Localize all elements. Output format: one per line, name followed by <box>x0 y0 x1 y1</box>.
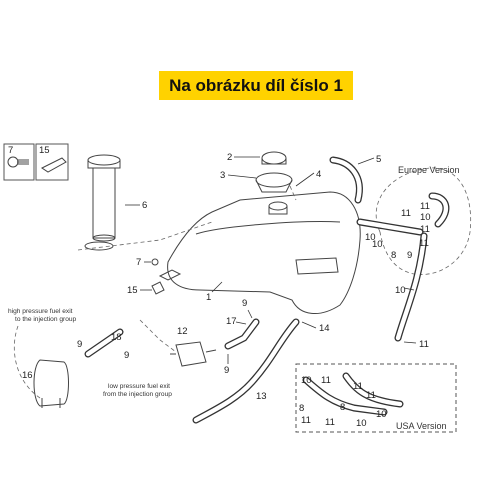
usa-label-11e: 11 <box>325 417 335 428</box>
label-12: 12 <box>177 326 188 337</box>
label-11a: 11 <box>401 208 411 219</box>
caption-high-pressure-line1: high pressure fuel exit <box>8 308 73 315</box>
label-11b: 11 <box>419 339 429 350</box>
fuel-tank-part <box>158 191 361 314</box>
inset-box-screw: 7 <box>3 143 35 181</box>
label-9b: 9 <box>242 298 247 309</box>
label-3: 3 <box>220 170 225 181</box>
inset-label-15: 15 <box>39 145 50 156</box>
inset-label-7: 7 <box>8 145 13 156</box>
europe-version-title: Europe Version <box>398 165 460 175</box>
label-13: 13 <box>256 391 267 402</box>
filler-cap-part <box>255 151 293 215</box>
label-9a: 9 <box>407 250 412 261</box>
usa-version-detail: 10 11 11 11 10 8 11 8 11 10 USA Version <box>295 363 457 433</box>
usa-label-11c: 11 <box>366 390 376 401</box>
label-6: 6 <box>142 200 147 211</box>
caption-high-pressure-line2: to the injection group <box>15 316 77 323</box>
caption-low-pressure-line1: low pressure fuel exit <box>108 383 170 390</box>
title-banner: Na obrázku díl číslo 1 <box>159 71 353 100</box>
label-10a: 10 <box>372 239 383 250</box>
label-1: 1 <box>206 292 211 303</box>
caption-low-pressure-line2: from the injection group <box>103 391 172 398</box>
label-10b: 10 <box>395 285 406 296</box>
usa-label-10a: 10 <box>301 375 312 386</box>
usa-label-11d: 11 <box>301 415 311 426</box>
europe-version-detail: Europe Version 11 11 10 <box>375 165 472 275</box>
usa-label-10c: 10 <box>356 418 367 429</box>
label-8: 8 <box>391 250 396 261</box>
label-14: 14 <box>319 323 330 334</box>
label-9e: 9 <box>124 350 129 361</box>
label-16: 16 <box>22 370 33 381</box>
label-9d: 9 <box>77 339 82 350</box>
fuel-pump-part <box>84 154 140 251</box>
label-18: 18 <box>111 332 122 343</box>
inset-box-clip: 15 <box>35 143 69 181</box>
banner-text: Na obrázku díl číslo 1 <box>169 75 343 95</box>
label-10c: 10 <box>365 232 376 243</box>
high-pressure-pump-part <box>33 359 69 408</box>
label-11c: 11 <box>419 238 429 249</box>
usa-label-11a: 11 <box>321 375 331 386</box>
label-17: 17 <box>226 316 237 327</box>
usa-label-11b: 11 <box>353 381 363 392</box>
label-4: 4 <box>316 169 321 180</box>
usa-label-10b: 10 <box>376 409 387 420</box>
europe-label-11a: 11 <box>420 201 430 212</box>
label-2: 2 <box>227 152 232 163</box>
label-7: 7 <box>136 257 141 268</box>
europe-label-10: 10 <box>420 212 431 223</box>
usa-label-8a: 8 <box>299 403 304 414</box>
label-5: 5 <box>376 154 381 165</box>
usa-version-title: USA Version <box>396 421 447 431</box>
label-9c: 9 <box>224 365 229 376</box>
label-15: 15 <box>127 285 138 296</box>
usa-label-8b: 8 <box>340 402 345 413</box>
fuel-filter-part <box>170 341 217 367</box>
europe-label-11b: 11 <box>420 224 430 235</box>
